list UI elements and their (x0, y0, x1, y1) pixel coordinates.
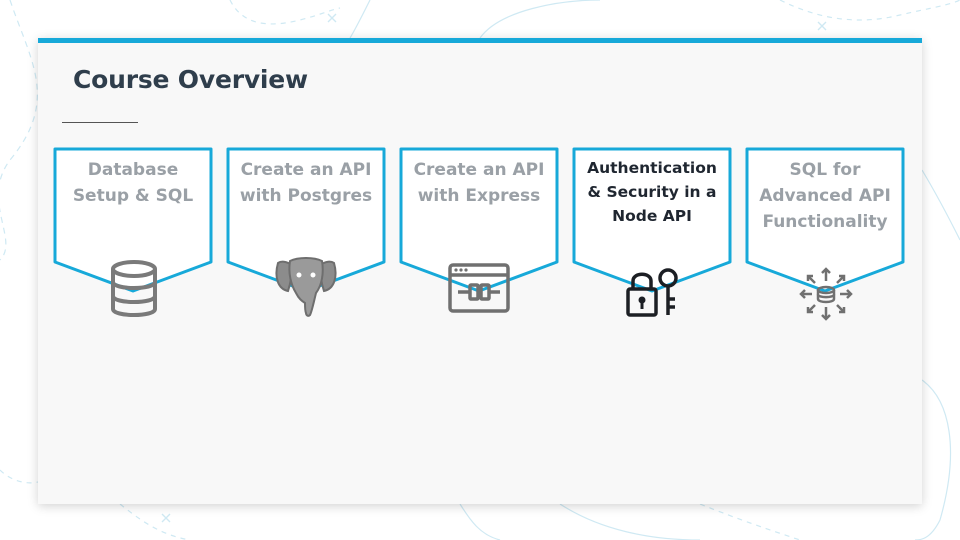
module-label: Database Setup & SQL (72, 160, 194, 206)
badge-shape (226, 147, 386, 293)
badge-shape (745, 147, 905, 293)
badge-shape (53, 147, 213, 293)
badge-shape (399, 147, 559, 293)
module-label: Create an API with Express (413, 160, 545, 206)
database-icon (111, 260, 157, 317)
lock-key-icon (626, 268, 678, 317)
module-badge-authentication-security[interactable]: Authentication & Security in a Node API (572, 147, 732, 317)
database-arrows-icon (799, 267, 853, 321)
postgres-elephant-icon (275, 257, 337, 317)
module-label: SQL for Advanced API Functionality (759, 160, 891, 232)
page-title: Course Overview (73, 65, 308, 94)
module-badge-sql-advanced[interactable]: SQL for Advanced API Functionality (745, 147, 905, 321)
title-underline (62, 122, 138, 123)
module-badge-database-setup[interactable]: Database Setup & SQL (53, 147, 213, 317)
module-badge-postgres-api[interactable]: Create an API with Postgres (226, 147, 386, 317)
module-badge-express-api[interactable]: Create an API with Express (399, 147, 559, 313)
browser-plug-icon (448, 263, 510, 313)
module-label: Authentication & Security in a Node API (587, 159, 717, 225)
module-label: Create an API with Postgres (239, 160, 373, 206)
badge-shape (572, 147, 732, 293)
